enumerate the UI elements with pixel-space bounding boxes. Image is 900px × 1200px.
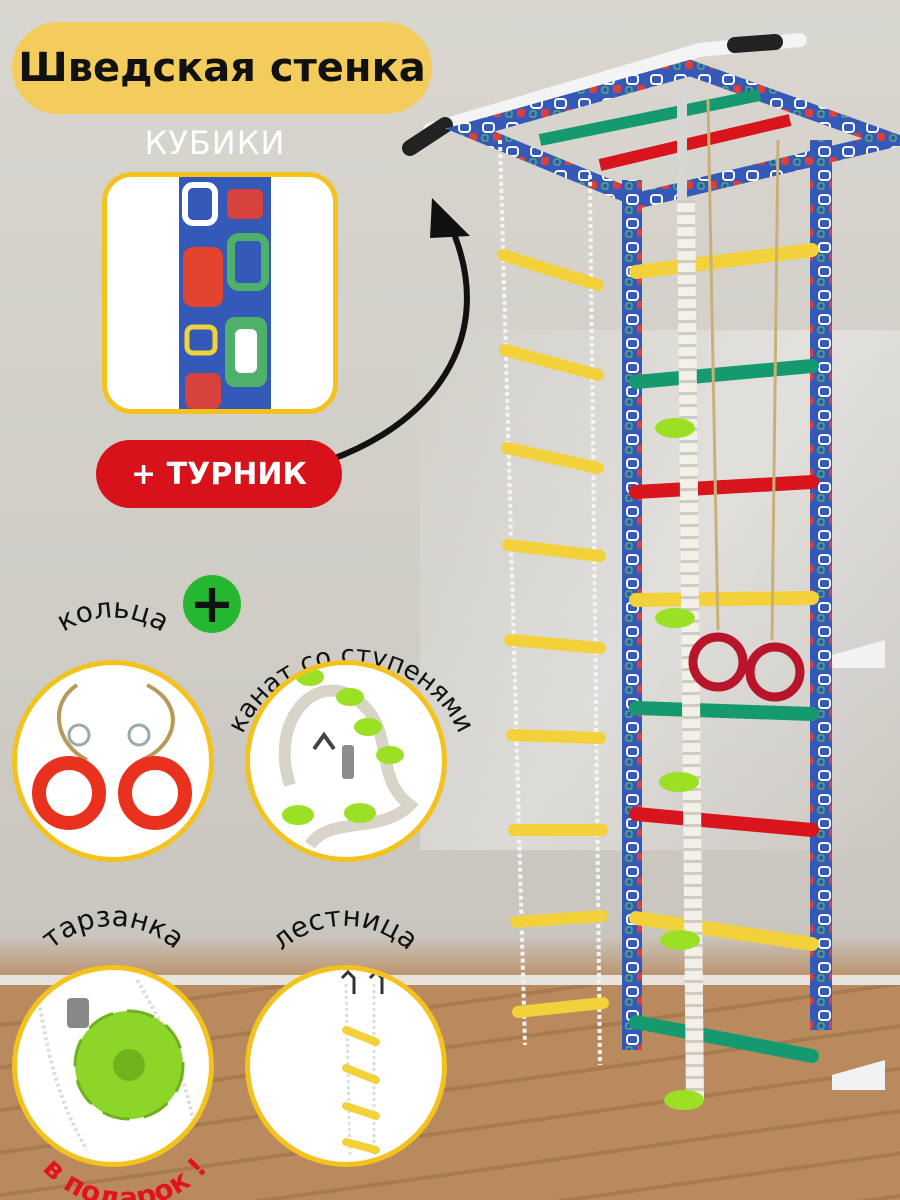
swing-disc-icon bbox=[35, 978, 199, 1152]
title-banner: Шведская стенка bbox=[12, 22, 432, 114]
plus-icon: + bbox=[183, 575, 241, 633]
rope-circle bbox=[245, 660, 447, 862]
curved-arrow-icon bbox=[328, 218, 470, 463]
gift-label-arc: в подарок ! bbox=[37, 1151, 214, 1200]
rope-ladder bbox=[497, 139, 609, 1066]
rope-ladder-icon bbox=[340, 970, 384, 1157]
pattern-swatch bbox=[102, 172, 338, 414]
svg-text:лестница: лестница bbox=[265, 902, 424, 956]
rings-circle bbox=[12, 660, 214, 862]
rope-with-steps bbox=[655, 90, 704, 1110]
pullup-bar bbox=[402, 33, 807, 156]
gift-label: в подарок ! bbox=[37, 1151, 214, 1200]
gymnastic-rings bbox=[688, 99, 805, 702]
ladder-label: лестница bbox=[265, 902, 424, 956]
swing-label: тарзанка bbox=[35, 902, 191, 955]
pullup-bar-badge: + ТУРНИК bbox=[96, 440, 342, 508]
rings-label: кольца bbox=[51, 600, 175, 638]
rungs bbox=[629, 243, 819, 1063]
swing-circle bbox=[12, 965, 214, 1167]
pattern-label: КУБИКИ bbox=[144, 124, 286, 162]
rope-icon bbox=[278, 668, 420, 849]
svg-text:в подарок !: в подарок ! bbox=[37, 1151, 214, 1200]
rings-icon bbox=[32, 683, 192, 830]
rings-label-arc: кольца bbox=[51, 600, 175, 638]
baseboard bbox=[0, 975, 900, 987]
swing-label-arc: тарзанка bbox=[35, 902, 191, 955]
svg-text:тарзанка: тарзанка bbox=[35, 902, 191, 955]
svg-text:кольца: кольца bbox=[51, 600, 175, 638]
ladder-circle bbox=[245, 965, 447, 1167]
ladder-label-arc: лестница bbox=[265, 902, 424, 956]
pattern-closeup bbox=[107, 177, 333, 409]
